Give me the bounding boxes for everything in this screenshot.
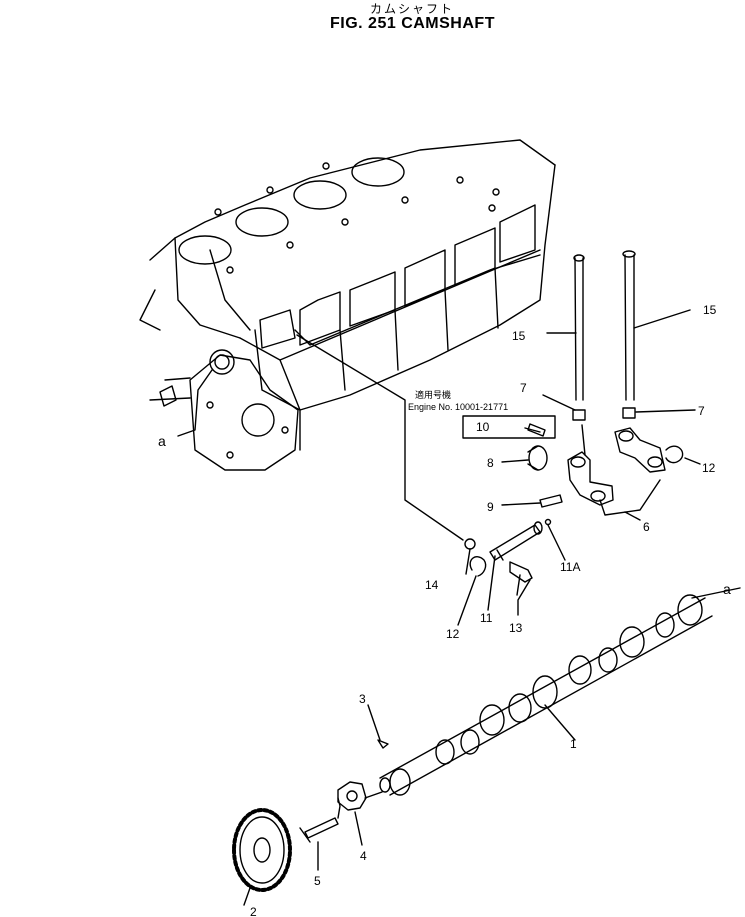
part-12-clip-right [665,445,684,464]
callout-5: 5 [314,874,321,888]
callout-7-left: 7 [520,381,527,395]
part-5-bolt [304,817,339,839]
callout-2: 2 [250,905,257,917]
callout-a-block: a [158,433,166,449]
leader-a-block [177,369,213,437]
engine-block [139,139,556,471]
part-4-thrust-plate [337,781,367,811]
part-2-gear [232,808,292,906]
callout-7-right: 7 [698,404,705,418]
callout-a-camshaft: a [723,581,731,597]
figure-title: FIG. 251 CAMSHAFT [330,15,495,32]
camshaft [379,587,741,796]
part-7-cap-right [622,407,636,419]
part-12-clip-left [469,556,487,577]
callout-4: 4 [360,849,367,863]
callout-1: 1 [570,737,577,751]
callout-15-left: 15 [512,329,526,343]
note-engine-number: Engine No. 10001-21771 [408,402,508,412]
callout-3: 3 [359,692,366,706]
note-applicability-jp: 適用号機 [415,389,451,400]
part-7-cap-left [572,409,586,421]
part-13-bolt [509,561,533,583]
part-9-pin [539,494,563,508]
callout-12-left: 12 [446,627,460,641]
figure-subtitle-japanese: カムシャフト [370,2,455,16]
callout-12-right: 12 [702,461,716,475]
part-11a-ball [544,518,552,526]
part-14-plug [464,538,476,550]
callout-11: 11 [480,611,493,625]
callout-labels: a a 適用号機 Engine No. 10001-21771 1 2 3 4 … [158,303,731,917]
callout-10: 10 [476,420,490,434]
part-3-key [377,739,389,749]
part-10-note-box [462,415,556,439]
callout-8: 8 [487,456,494,470]
callout-15-right: 15 [703,303,717,317]
part-11-shaft [489,524,541,561]
push-rods [546,250,691,401]
tappet-assembly [567,424,666,521]
leader-14b [465,548,471,575]
callout-13: 13 [509,621,523,635]
callout-14: 14 [425,578,439,592]
callout-9: 9 [487,500,494,514]
callout-11a: 11A [560,560,580,574]
callout-6: 6 [643,520,650,534]
leader-14 [296,334,464,541]
